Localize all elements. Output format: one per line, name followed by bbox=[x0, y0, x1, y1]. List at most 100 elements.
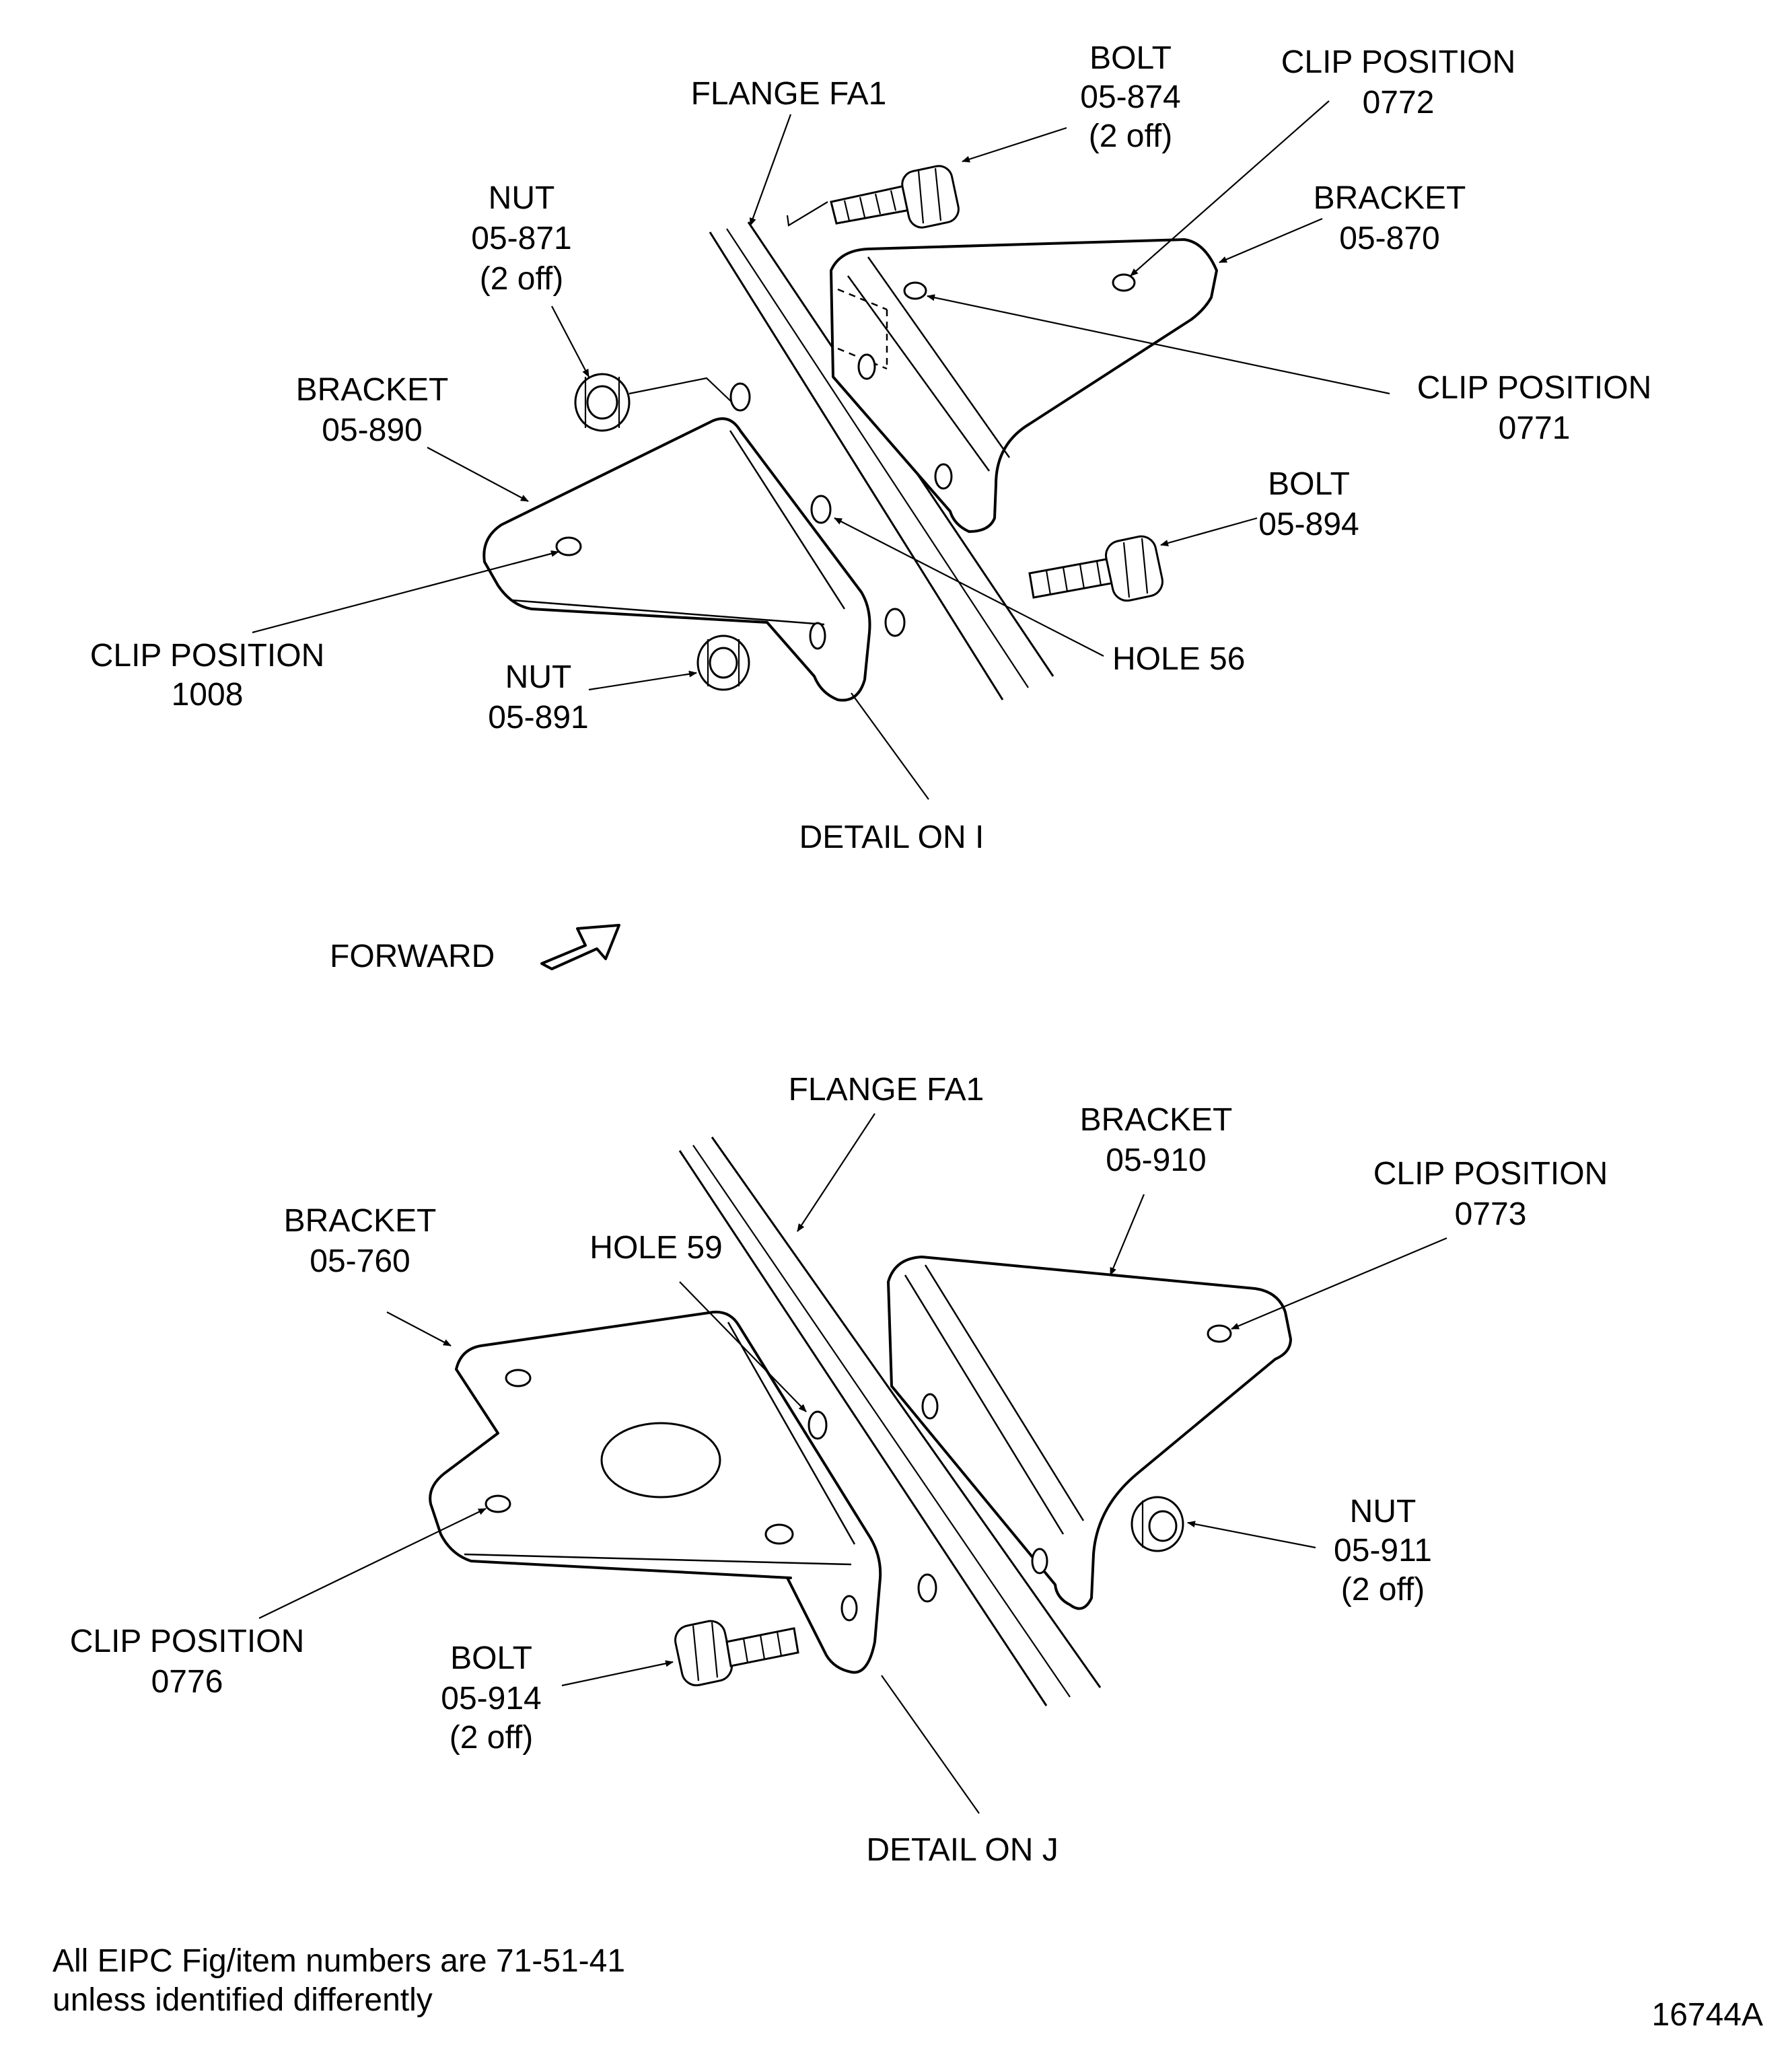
label-flange-i: FLANGE FA1 bbox=[691, 76, 887, 112]
nut-05-911 bbox=[1131, 1496, 1184, 1552]
forward-arrow-icon bbox=[540, 924, 620, 970]
leader-bolt-894 bbox=[1160, 517, 1258, 546]
leader-clip-0773 bbox=[1231, 1237, 1447, 1330]
svg-text:BOLT: BOLT bbox=[1089, 40, 1172, 76]
svg-text:BRACKET: BRACKET bbox=[1314, 180, 1466, 216]
svg-text:05-911: 05-911 bbox=[1334, 1533, 1432, 1568]
label-bracket-05-870: BRACKET 05-870 bbox=[1314, 180, 1466, 256]
leader-flange-j bbox=[797, 1113, 875, 1232]
svg-text:BRACKET: BRACKET bbox=[284, 1203, 437, 1239]
bracket-760-hole-right bbox=[764, 1523, 794, 1545]
bracket-05-910 bbox=[887, 1256, 1292, 1610]
svg-text:05-914: 05-914 bbox=[441, 1681, 541, 1716]
label-bolt-05-874: BOLT 05-874 (2 off) bbox=[1080, 40, 1180, 154]
label-bolt-05-914: BOLT 05-914 (2 off) bbox=[441, 1640, 541, 1756]
label-bolt-05-894: BOLT 05-894 bbox=[1258, 466, 1359, 542]
clip-hole-0772 bbox=[1112, 273, 1136, 292]
nut-05-891 bbox=[696, 635, 750, 691]
svg-text:05-870: 05-870 bbox=[1339, 221, 1439, 256]
leader-clip-0771 bbox=[927, 294, 1390, 395]
flange-fa1-j bbox=[678, 1136, 1102, 1706]
svg-text:05-760: 05-760 bbox=[310, 1243, 410, 1279]
leader-bolt-914 bbox=[561, 1660, 674, 1687]
leader-clip-0776 bbox=[258, 1508, 487, 1619]
leader-flange-i bbox=[749, 114, 792, 226]
label-bracket-05-760: BRACKET 05-760 bbox=[284, 1203, 437, 1279]
bracket-890-flange-hole bbox=[809, 622, 826, 650]
leader-detail-i bbox=[851, 692, 929, 800]
bracket-910-flange-hole-lower bbox=[1031, 1548, 1048, 1575]
svg-text:(2 off): (2 off) bbox=[450, 1720, 534, 1756]
label-hole-59: HOLE 59 bbox=[589, 1230, 722, 1266]
bracket-05-760 bbox=[429, 1310, 937, 1674]
leader-bracket-890 bbox=[427, 447, 529, 502]
bracket-05-890 bbox=[482, 417, 906, 702]
svg-text:BRACKET: BRACKET bbox=[1080, 1102, 1233, 1138]
label-nut-05-891: NUT 05-891 bbox=[488, 659, 588, 735]
svg-text:NUT: NUT bbox=[1350, 1494, 1417, 1529]
svg-text:05-894: 05-894 bbox=[1258, 507, 1359, 542]
svg-text:(2 off): (2 off) bbox=[1341, 1572, 1425, 1607]
clip-hole-0773 bbox=[1207, 1324, 1232, 1343]
svg-text:05-910: 05-910 bbox=[1106, 1143, 1206, 1178]
svg-text:0776: 0776 bbox=[151, 1664, 223, 1700]
hole-59 bbox=[808, 1410, 828, 1440]
svg-text:(2 off): (2 off) bbox=[480, 261, 564, 297]
label-clip-position-1008: CLIP POSITION 1008 bbox=[90, 638, 325, 713]
svg-text:CLIP POSITION: CLIP POSITION bbox=[1417, 370, 1652, 406]
leader-nut-891 bbox=[588, 670, 697, 691]
bolt-05-874 bbox=[830, 165, 960, 229]
svg-text:05-871: 05-871 bbox=[471, 221, 571, 256]
clip-hole-0771 bbox=[903, 281, 927, 300]
large-cutout bbox=[600, 1422, 721, 1498]
svg-text:0772: 0772 bbox=[1363, 85, 1435, 120]
svg-text:NUT: NUT bbox=[505, 659, 572, 695]
label-clip-position-0771: CLIP POSITION 0771 bbox=[1417, 370, 1652, 446]
label-bracket-05-910: BRACKET 05-910 bbox=[1080, 1102, 1233, 1178]
label-hole-56: HOLE 56 bbox=[1112, 641, 1245, 677]
flange-hole-lower bbox=[934, 463, 953, 490]
svg-text:BOLT: BOLT bbox=[1268, 466, 1350, 502]
caption-detail-on-i: DETAIL ON I bbox=[799, 820, 984, 855]
svg-text:CLIP POSITION: CLIP POSITION bbox=[1281, 44, 1516, 80]
label-clip-position-0776: CLIP POSITION 0776 bbox=[70, 1624, 305, 1700]
clip-hole-1008 bbox=[555, 536, 582, 556]
svg-text:0771: 0771 bbox=[1499, 410, 1571, 446]
bracket-05-870 bbox=[830, 238, 1218, 533]
label-bracket-05-890: BRACKET 05-890 bbox=[296, 372, 449, 448]
svg-text:05-890: 05-890 bbox=[322, 412, 422, 448]
label-flange-j: FLANGE FA1 bbox=[789, 1072, 984, 1108]
leader-bolt-874 bbox=[962, 126, 1067, 163]
nut-05-871 bbox=[574, 373, 631, 432]
leader-bracket-760 bbox=[386, 1311, 452, 1346]
svg-text:(2 off): (2 off) bbox=[1089, 118, 1173, 154]
leader-nut-911 bbox=[1187, 1521, 1316, 1549]
bracket-910-flange-hole-upper bbox=[921, 1393, 939, 1420]
footnote-line-2: unless identified differently bbox=[52, 1982, 433, 2018]
caption-detail-on-j: DETAIL ON J bbox=[866, 1832, 1058, 1868]
label-nut-05-911: NUT 05-911 (2 off) bbox=[1334, 1494, 1432, 1607]
footnote: All EIPC Fig/item numbers are 71-51-41 u… bbox=[52, 1943, 625, 2018]
label-forward: FORWARD bbox=[330, 939, 495, 974]
label-nut-05-871: NUT 05-871 (2 off) bbox=[471, 180, 571, 297]
svg-text:0773: 0773 bbox=[1455, 1196, 1527, 1232]
svg-text:CLIP POSITION: CLIP POSITION bbox=[70, 1624, 305, 1659]
flange-hole-j bbox=[917, 1573, 937, 1603]
clip-hole-0776 bbox=[485, 1494, 511, 1513]
bolt-05-894 bbox=[1028, 535, 1163, 602]
bracket-760-flange-hole bbox=[840, 1595, 858, 1622]
svg-text:CLIP POSITION: CLIP POSITION bbox=[1373, 1156, 1608, 1192]
svg-text:CLIP POSITION: CLIP POSITION bbox=[90, 638, 325, 674]
leader-detail-j bbox=[881, 1675, 980, 1814]
leader-nut-871 bbox=[551, 305, 589, 377]
flange-hole-i bbox=[884, 608, 906, 637]
flange-hole-upper bbox=[857, 353, 876, 380]
hole-56 bbox=[810, 495, 832, 524]
bracket-760-hole-top bbox=[505, 1369, 532, 1387]
svg-text:BRACKET: BRACKET bbox=[296, 372, 449, 408]
label-clip-position-0772: CLIP POSITION 0772 bbox=[1281, 44, 1516, 120]
footnote-line-1: All EIPC Fig/item numbers are 71-51-41 bbox=[52, 1943, 625, 1979]
svg-text:1008: 1008 bbox=[172, 677, 244, 713]
leader-clip-0772 bbox=[1130, 100, 1330, 277]
